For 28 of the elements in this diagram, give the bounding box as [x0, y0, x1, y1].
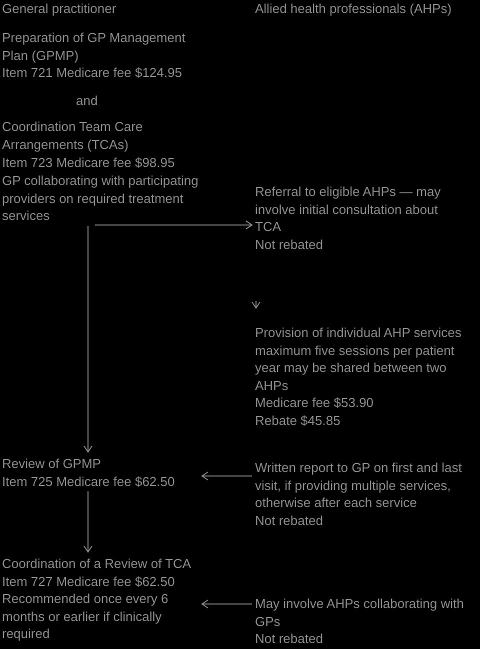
fee-text: Item 721 Medicare fee $124.95	[2, 64, 183, 82]
step-description: May involve AHPs collaborating with GPs	[255, 595, 465, 630]
column-heading: Allied health professionals (AHPs)	[255, 0, 452, 18]
arrow	[202, 472, 252, 480]
rebate-note: Not rebated	[255, 236, 324, 254]
arrow	[84, 490, 92, 552]
rebate-note: Not rebated	[255, 512, 324, 530]
rebate-text: Rebate $45.85	[255, 412, 342, 430]
column-heading: General practitioner	[2, 0, 116, 18]
rebate-note: Not rebated	[255, 630, 324, 648]
arrow	[252, 300, 260, 308]
step-heading: Review of GPMP	[2, 455, 102, 473]
conjunction-text: and	[76, 92, 98, 110]
step-description: Provision of individual AHP services maximum five sessions per patient year may be shared between two AHPs	[255, 324, 462, 394]
recommendation-text: Recommended once every 6 months or earlier if clinically required	[2, 590, 170, 643]
step-heading: Coordination Team Care Arrangements (TCAs)	[2, 118, 144, 154]
description-text: GP collaborating with participating providers on required treatment services	[2, 172, 200, 225]
arrow	[94, 220, 252, 230]
fee-text: Item 723 Medicare fee $98.95	[2, 154, 176, 172]
arrow	[84, 225, 92, 452]
step-description: Referral to eligible AHPs — may involve initial consultation about TCA	[255, 183, 442, 236]
arrow	[202, 600, 252, 608]
step-heading: Preparation of GP Management Plan (GPMP)	[2, 29, 186, 64]
step-heading: Coordination of a Review of TCA	[2, 555, 192, 573]
fee-text: Item 725 Medicare fee $62.50	[2, 472, 176, 490]
fee-text: Medicare fee $53.90	[255, 394, 375, 412]
fee-text: Item 727 Medicare fee $62.50	[2, 572, 176, 590]
step-description: Written report to GP on first and last visit, if providing multiple services, otherwise after each service	[255, 459, 463, 512]
